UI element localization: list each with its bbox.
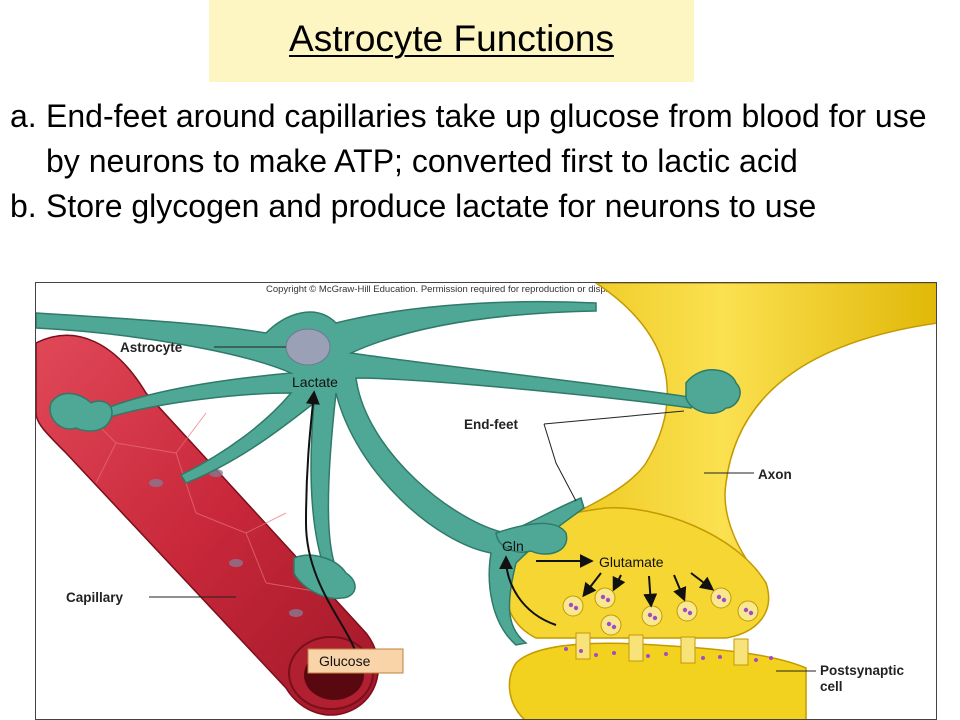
label-gln: Gln xyxy=(502,538,524,554)
bullet-list: a. End-feet around capillaries take up g… xyxy=(10,94,955,229)
label-lactate: Lactate xyxy=(292,374,338,390)
bullet-text: Store glycogen and produce lactate for n… xyxy=(46,188,817,224)
label-axon: Axon xyxy=(758,467,792,482)
synaptic-vesicles xyxy=(562,587,759,636)
title-box: Astrocyte Functions xyxy=(209,0,694,82)
label-postsynaptic: Postsynaptic xyxy=(820,663,905,678)
label-cell: cell xyxy=(820,679,843,694)
label-glucose: Glucose xyxy=(319,653,371,669)
label-end-feet: End-feet xyxy=(464,417,519,432)
axon xyxy=(503,283,936,639)
astrocyte xyxy=(36,300,741,646)
glucose-tag: Glucose xyxy=(307,648,404,674)
label-astrocyte: Astrocyte xyxy=(120,340,183,355)
bullet-item: a. End-feet around capillaries take up g… xyxy=(10,94,955,184)
bullet-item: b. Store glycogen and produce lactate fo… xyxy=(10,184,955,229)
copyright-text: Copyright © McGraw-Hill Education. Permi… xyxy=(266,284,620,295)
bullet-marker: b. xyxy=(10,188,37,224)
slide-title: Astrocyte Functions xyxy=(289,18,614,59)
bullet-marker: a. xyxy=(10,98,37,134)
neurotransmitter-dots xyxy=(564,594,773,662)
label-glutamate: Glutamate xyxy=(599,554,664,570)
postsynaptic-cell xyxy=(508,632,807,719)
arrows xyxy=(304,390,715,654)
astrocyte-diagram: Copyright © McGraw-Hill Education. Permi… xyxy=(35,282,937,720)
diagram-svg: Copyright © McGraw-Hill Education. Permi… xyxy=(36,283,936,719)
leader-lines xyxy=(149,346,816,672)
bullet-text: End-feet around capillaries take up gluc… xyxy=(46,98,927,179)
label-capillary: Capillary xyxy=(66,590,124,605)
